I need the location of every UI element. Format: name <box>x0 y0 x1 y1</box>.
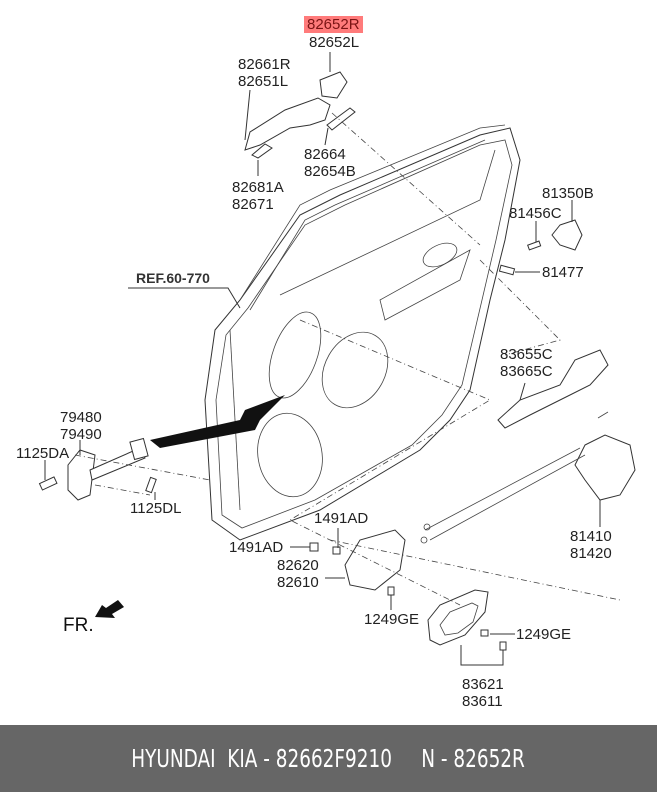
highlighted-part-number[interactable]: 82652R <box>304 16 363 33</box>
part-label-82671[interactable]: 82671 <box>232 196 274 213</box>
part-label-82654B[interactable]: 82654B <box>304 163 356 180</box>
part-label-79490[interactable]: 79490 <box>60 426 102 443</box>
inside-handle-drawing <box>309 529 406 596</box>
part-label-1249GE-handle[interactable]: 1249GE <box>364 611 420 628</box>
callout-arrow <box>150 395 285 448</box>
part-label-81410[interactable]: 81410 <box>570 528 612 545</box>
footer-part-info: HYUNDAI KIA - 82662F9210 N - 82652R <box>131 744 526 773</box>
part-label-81350B[interactable]: 81350B <box>542 185 594 202</box>
reference-label[interactable]: REF.60-770 <box>136 270 210 286</box>
outside-handle-drawing <box>244 71 356 159</box>
part-label-83655C[interactable]: 83655C <box>500 346 553 363</box>
door-panel <box>204 124 521 541</box>
part-label-1491AD-upper[interactable]: 1491AD <box>314 510 369 527</box>
part-label-82664[interactable]: 82664 <box>304 146 346 163</box>
handle-bracket-drawing <box>497 349 609 429</box>
part-label-82610[interactable]: 82610 <box>277 574 319 591</box>
bezel-drawing <box>427 589 507 651</box>
part-label-81456C[interactable]: 81456C <box>509 205 562 222</box>
part-label-83611[interactable]: 83611 <box>462 693 503 710</box>
part-label-82652R[interactable]: 82652R <box>304 16 363 33</box>
part-label-1491AD-left[interactable]: 1491AD <box>229 539 284 556</box>
part-label-1125DL[interactable]: 1125DL <box>130 500 182 517</box>
part-label-82661R[interactable]: 82661R <box>238 56 291 73</box>
diagram-drawing <box>38 52 636 666</box>
part-label-82652L[interactable]: 82652L <box>309 34 360 51</box>
part-label-1125DA[interactable]: 1125DA <box>16 445 70 462</box>
part-label-82651L[interactable]: 82651L <box>238 73 289 90</box>
part-label-83665C[interactable]: 83665C <box>500 363 553 380</box>
part-label-79480[interactable]: 79480 <box>60 409 102 426</box>
latch-drawing <box>420 411 636 544</box>
part-label-83621[interactable]: 83621 <box>462 676 504 693</box>
door-checker-drawing <box>38 437 157 501</box>
front-direction-arrow <box>95 600 124 618</box>
footer-banner: HYUNDAI KIA - 82662F9210 N - 82652R <box>0 725 657 792</box>
part-label-81477[interactable]: 81477 <box>542 264 584 281</box>
part-label-82620[interactable]: 82620 <box>277 557 319 574</box>
striker-drawing <box>498 219 583 276</box>
part-label-82681A[interactable]: 82681A <box>232 179 284 196</box>
part-label-1249GE-bezel[interactable]: 1249GE <box>516 626 572 643</box>
front-direction-label: FR. <box>63 615 94 636</box>
parts-diagram: 82652R 82652L 82661R 82651L 82664 82654B… <box>16 16 636 710</box>
part-label-81420[interactable]: 81420 <box>570 545 612 562</box>
